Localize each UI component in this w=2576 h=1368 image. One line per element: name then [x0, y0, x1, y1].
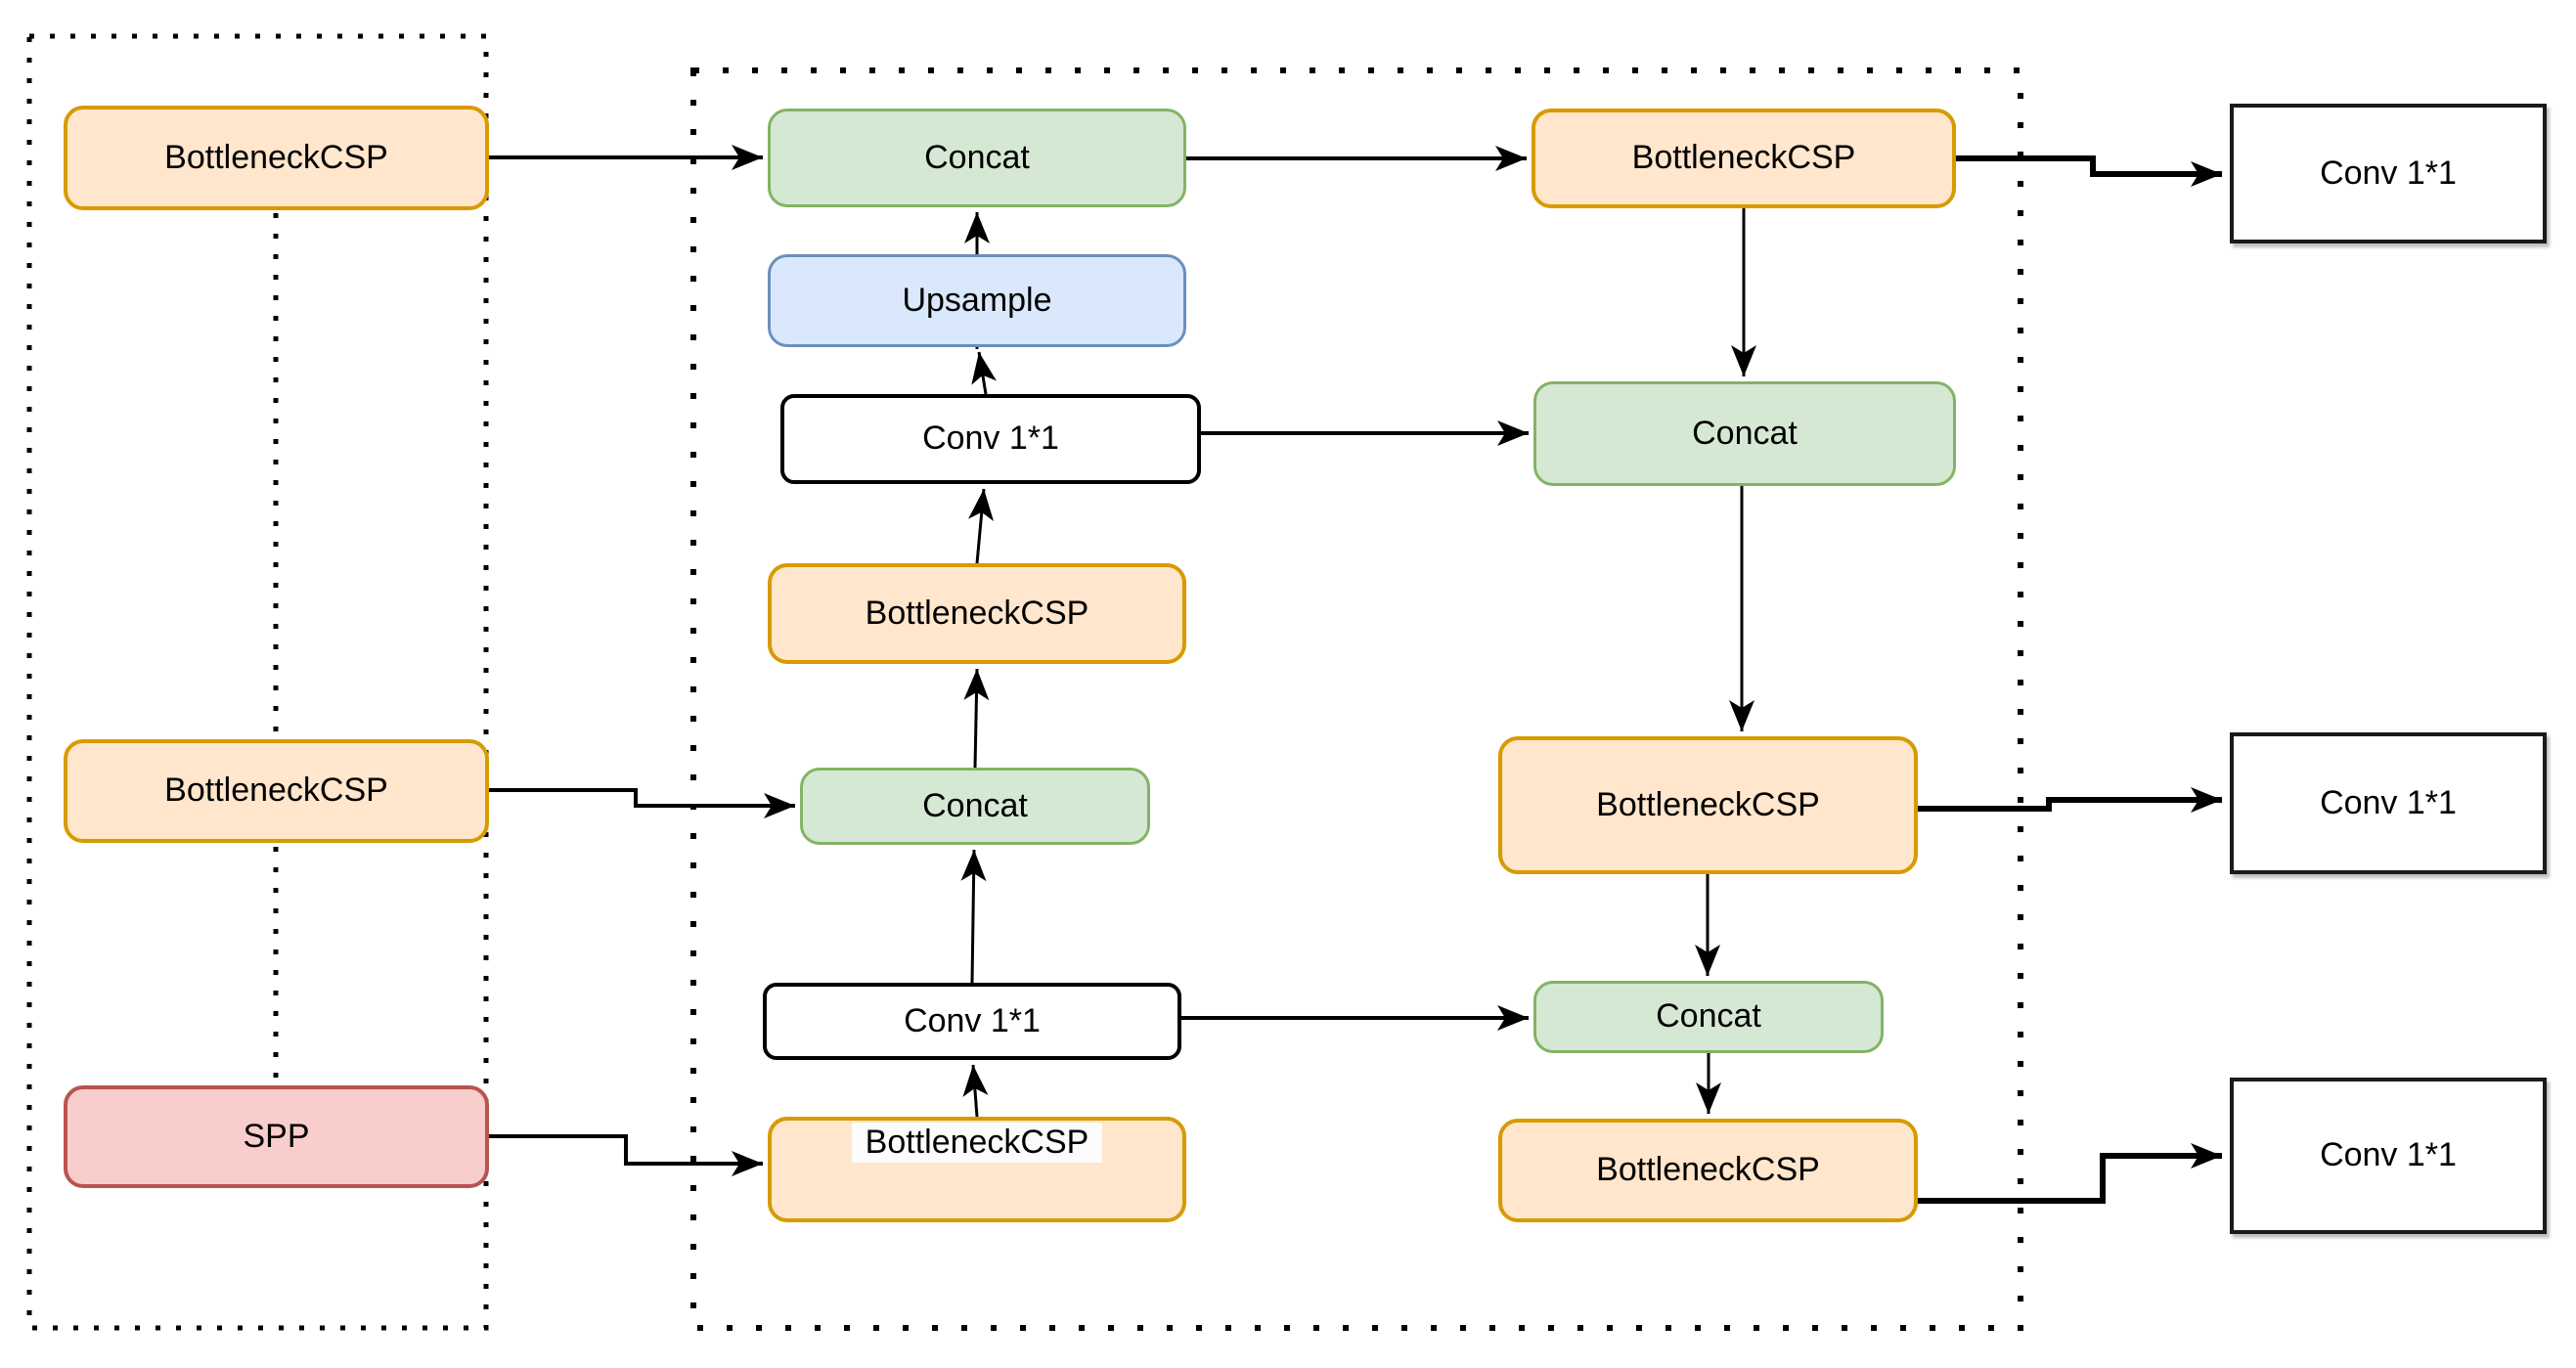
- edge-bottleneckrb-to-headbottom: [1918, 1143, 2222, 1204]
- node-backbone-spp: SPP: [64, 1085, 489, 1188]
- node-neck-conv1x1-lower: Conv 1*1: [763, 983, 1181, 1060]
- edge-spp-to-bottleneckbottom: [489, 1134, 763, 1176]
- node-label: Conv 1*1: [2320, 783, 2457, 821]
- node-neck-bottleneckcsp-right-bottom: BottleneckCSP: [1498, 1119, 1918, 1222]
- edge-backbone-mid-to-concatmid: [489, 788, 795, 818]
- edge-convlower-to-concatmid: [960, 849, 987, 984]
- node-head-conv1x1-mid: Conv 1*1: [2230, 732, 2547, 874]
- edge-bottleneckrm-to-headmid: [1918, 787, 2222, 813]
- node-label: BottleneckCSP: [865, 594, 1089, 632]
- edge-bottlenecktr-to-headtop: [1956, 155, 2222, 187]
- node-backbone-bottleneckcsp-top: BottleneckCSP: [64, 106, 489, 210]
- edge-bottleneck-to-conv: [968, 488, 995, 564]
- node-label: Conv 1*1: [2320, 1136, 2457, 1174]
- node-neck-bottleneckcsp-topright: BottleneckCSP: [1532, 109, 1956, 208]
- node-label: BottleneckCSP: [1596, 1151, 1820, 1189]
- node-neck-concat-right-lower: Concat: [1533, 981, 1884, 1053]
- node-label: Concat: [1656, 997, 1761, 1036]
- node-head-conv1x1-bottom: Conv 1*1: [2230, 1078, 2547, 1234]
- node-neck-concat-top: Concat: [768, 109, 1186, 207]
- node-neck-upsample: Upsample: [768, 254, 1186, 347]
- node-neck-concat-right-upper: Concat: [1533, 381, 1956, 486]
- node-label: BottleneckCSP: [164, 138, 388, 176]
- node-label: Upsample: [902, 281, 1052, 319]
- node-head-conv1x1-top: Conv 1*1: [2230, 104, 2547, 243]
- node-label: Concat: [922, 786, 1028, 824]
- edge-conv-to-upsample: [971, 351, 997, 395]
- node-label: BottleneckCSP: [1596, 785, 1820, 823]
- node-neck-bottleneckcsp-center: BottleneckCSP: [768, 563, 1186, 664]
- edge-bottleneckbottom-to-convlower: [962, 1064, 989, 1118]
- node-label: BottleneckCSP: [164, 772, 388, 810]
- node-label: Conv 1*1: [904, 1001, 1041, 1039]
- node-neck-concat-mid: Concat: [800, 768, 1150, 845]
- edge-concatmid-to-bottleneck: [963, 668, 990, 769]
- node-label: BottleneckCSP: [1631, 139, 1856, 177]
- backbone-group-border: [26, 33, 489, 1331]
- node-neck-bottleneckcsp-right-mid: BottleneckCSP: [1498, 736, 1918, 874]
- node-label: Conv 1*1: [2320, 154, 2457, 192]
- node-neck-conv1x1-upper: Conv 1*1: [780, 394, 1201, 484]
- node-label: BottleneckCSP: [851, 1123, 1103, 1164]
- node-backbone-bottleneckcsp-mid: BottleneckCSP: [64, 739, 489, 843]
- node-neck-bottleneckcsp-bottom: BottleneckCSP: [768, 1117, 1186, 1222]
- node-label: Concat: [1692, 414, 1798, 452]
- node-label: Concat: [924, 138, 1030, 176]
- node-label: SPP: [243, 1117, 310, 1155]
- node-label: Conv 1*1: [922, 419, 1059, 458]
